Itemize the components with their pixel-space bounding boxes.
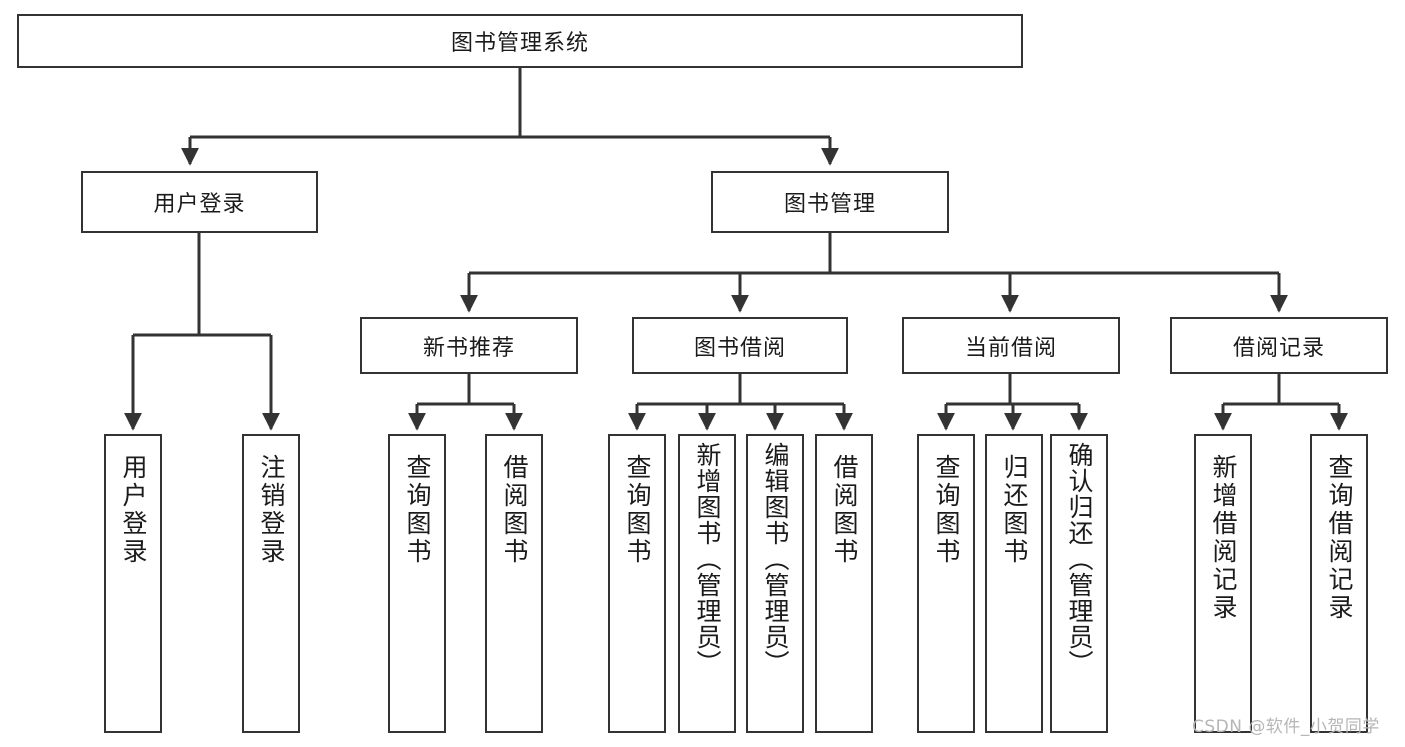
node-book-management[interactable]: 图书管理 <box>711 171 949 233</box>
node-new-book-recommend[interactable]: 新书推荐 <box>360 317 578 374</box>
leaf-user-login[interactable]: 用户登录 <box>104 434 162 733</box>
node-current-borrow[interactable]: 当前借阅 <box>902 317 1120 374</box>
leaf-current-confirm-return-admin[interactable]: 确认归还（管理员） <box>1050 434 1108 733</box>
leaf-current-query-book[interactable]: 查询图书 <box>917 434 975 733</box>
node-label: 查询图书 <box>932 454 961 566</box>
node-book-borrow[interactable]: 图书借阅 <box>632 317 848 374</box>
node-label: 图书管理 <box>783 192 876 217</box>
node-borrow-records[interactable]: 借阅记录 <box>1170 317 1388 374</box>
node-label: 编辑图书（管理员） <box>761 442 790 676</box>
node-label: 新增借阅记录 <box>1209 454 1238 622</box>
node-user-login[interactable]: 用户登录 <box>81 171 318 233</box>
node-label: 归还图书 <box>1000 454 1029 566</box>
leaf-borrow-borrow-book[interactable]: 借阅图书 <box>815 434 873 733</box>
node-label: 确认归还（管理员） <box>1065 442 1094 676</box>
leaf-newbook-query-book[interactable]: 查询图书 <box>388 434 446 733</box>
node-label: 借阅记录 <box>1232 335 1325 361</box>
node-label: 图书管理系统 <box>450 31 589 56</box>
node-label: 当前借阅 <box>964 335 1057 361</box>
leaf-borrow-add-book-admin[interactable]: 新增图书（管理员） <box>678 434 736 733</box>
node-label: 借阅图书 <box>830 454 859 566</box>
node-label: 新书推荐 <box>422 335 515 361</box>
leaf-logout[interactable]: 注销登录 <box>242 434 300 733</box>
node-label: 查询图书 <box>623 454 652 566</box>
leaf-records-add-record[interactable]: 新增借阅记录 <box>1194 434 1252 733</box>
leaf-borrow-query-book[interactable]: 查询图书 <box>608 434 666 733</box>
node-label: 新增图书（管理员） <box>693 442 722 676</box>
watermark-text: CSDN @软件_小贺同学 <box>1192 717 1380 737</box>
leaf-current-return-book[interactable]: 归还图书 <box>985 434 1043 733</box>
node-label: 借阅图书 <box>500 454 529 566</box>
node-label: 查询借阅记录 <box>1325 454 1354 622</box>
leaf-borrow-edit-book-admin[interactable]: 编辑图书（管理员） <box>746 434 804 733</box>
leaf-newbook-borrow-book[interactable]: 借阅图书 <box>485 434 543 733</box>
node-label: 查询图书 <box>403 454 432 566</box>
leaf-records-query-record[interactable]: 查询借阅记录 <box>1310 434 1368 733</box>
node-root-book-management-system[interactable]: 图书管理系统 <box>17 14 1023 68</box>
node-label: 图书借阅 <box>693 335 786 361</box>
node-label: 注销登录 <box>257 454 286 566</box>
node-label: 用户登录 <box>119 454 148 566</box>
node-label: 用户登录 <box>153 192 246 217</box>
